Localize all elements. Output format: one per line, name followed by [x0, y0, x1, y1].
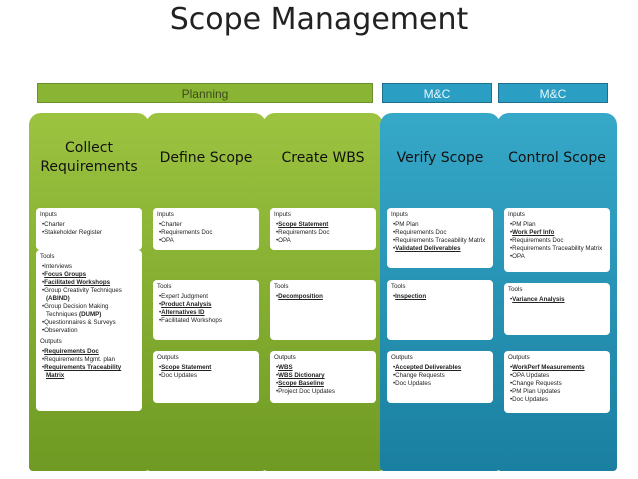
process-title: Collect Requirements: [40, 140, 138, 175]
list-item: Scope Statement: [157, 364, 255, 372]
list-item: Facilitated Workshops: [40, 279, 138, 287]
outputs-box: OutputsWBSWBS DictionaryScope BaselinePr…: [270, 351, 376, 403]
inputs-box: InputsScope StatementRequirements DocOPA: [270, 208, 376, 250]
list-item: WorkPerf Measurements: [508, 364, 606, 372]
process-title: Define Scope: [159, 149, 253, 166]
list-item: Change Requests: [391, 372, 489, 380]
outputs-box: OutputsRequirements DocRequirements Mgmt…: [36, 335, 142, 411]
inputs-box: InputsCharterStakeholder Register: [36, 208, 142, 250]
list-item: Requirements Traceability Matrix: [391, 237, 489, 245]
tools-box: ToolsDecomposition: [270, 280, 376, 340]
list-item: Group Creativity Techniques (ABIND): [40, 287, 138, 303]
list-item: Observation: [40, 327, 138, 335]
inputs-label: Inputs: [274, 211, 291, 218]
process-column-0: Collect RequirementsInputsCharterStakeho…: [29, 113, 149, 471]
list-item: Focus Groups: [40, 271, 138, 279]
inputs-box: InputsPM PlanWork Perf InfoRequirements …: [504, 208, 610, 272]
outputs-label: Outputs: [40, 338, 62, 345]
inputs-label: Inputs: [508, 211, 525, 218]
list-item: Questionnaires & Surveys: [40, 319, 138, 327]
tools-label: Tools: [391, 283, 406, 290]
list-item: Requirements Doc: [274, 229, 372, 237]
tools-box: ToolsExpert JudgmentProduct AnalysisAlte…: [153, 280, 259, 340]
list-item: Product Analysis: [157, 301, 255, 309]
list-item: Facilitated Workshops: [157, 317, 255, 325]
list-item: Requirements Traceability Matrix: [508, 245, 606, 253]
list-item: WBS: [274, 364, 372, 372]
list-item: WBS Dictionary: [274, 372, 372, 380]
process-column-1: Define ScopeInputsCharterRequirements Do…: [146, 113, 266, 471]
list-item: OPA: [157, 237, 255, 245]
outputs-label: Outputs: [508, 354, 530, 361]
list-item: OPA: [274, 237, 372, 245]
list-item: Stakeholder Register: [40, 229, 138, 237]
inputs-label: Inputs: [391, 211, 408, 218]
list-item: Decomposition: [274, 293, 372, 301]
list-item: Charter: [40, 221, 138, 229]
outputs-label: Outputs: [391, 354, 413, 361]
inputs-label: Inputs: [157, 211, 174, 218]
list-item: PM Plan Updates: [508, 388, 606, 396]
inputs-label: Inputs: [40, 211, 57, 218]
process-title: Control Scope: [508, 149, 606, 166]
list-item: Requirements Doc: [157, 229, 255, 237]
list-item: Requirements Doc: [391, 229, 489, 237]
list-item: Change Requests: [508, 380, 606, 388]
tools-box: ToolsVariance Analysis: [504, 283, 610, 335]
list-item: Accepted Deliverables: [391, 364, 489, 372]
list-item: Validated Deliverables: [391, 245, 489, 253]
list-item: Variance Analysis: [508, 296, 606, 304]
list-item: Doc Updates: [157, 372, 255, 380]
list-item: Scope Statement: [274, 221, 372, 229]
outputs-label: Outputs: [157, 354, 179, 361]
outputs-box: OutputsAccepted DeliverablesChange Reque…: [387, 351, 493, 403]
tools-box: ToolsInterviewsFocus GroupsFacilitated W…: [36, 250, 142, 346]
phase-planning: Planning: [37, 83, 373, 103]
phase-mc-verify: M&C: [382, 83, 492, 103]
page-title: Scope Management: [169, 2, 469, 37]
outputs-box: OutputsScope StatementDoc Updates: [153, 351, 259, 403]
list-item: PM Plan: [508, 221, 606, 229]
list-item: PM Plan: [391, 221, 489, 229]
list-item: Interviews: [40, 263, 138, 271]
list-item: Requirements Doc: [508, 237, 606, 245]
tools-box: ToolsInspection: [387, 280, 493, 340]
process-title: Verify Scope: [396, 149, 484, 166]
list-item: Doc Updates: [391, 380, 489, 388]
list-item: Work Perf Info: [508, 229, 606, 237]
list-item: Scope Baseline: [274, 380, 372, 388]
process-column-2: Create WBS InputsScope StatementRequireme…: [263, 113, 383, 471]
inputs-box: InputsCharterRequirements DocOPA: [153, 208, 259, 250]
list-item: OPA: [508, 253, 606, 261]
tools-label: Tools: [274, 283, 289, 290]
tools-label: Tools: [157, 283, 172, 290]
outputs-label: Outputs: [274, 354, 296, 361]
inputs-box: Inputs PM PlanRequirements DocRequirement…: [387, 208, 493, 268]
list-item: Requirements Mgmt. plan: [40, 356, 138, 364]
list-item: Charter: [157, 221, 255, 229]
process-title: Create WBS: [281, 149, 365, 166]
list-item: Inspection: [391, 293, 489, 301]
list-item: OPA Updates: [508, 372, 606, 380]
list-item: Doc Updates: [508, 396, 606, 404]
list-item: Expert Judgment: [157, 293, 255, 301]
list-item: Requirements Traceability Matrix: [40, 364, 138, 380]
tools-label: Tools: [508, 286, 523, 293]
tools-label: Tools: [40, 253, 55, 260]
phase-mc-control: M&C: [498, 83, 608, 103]
list-item: Group Decision Making Techniques (DUMP): [40, 303, 138, 319]
list-item: Alternatives ID: [157, 309, 255, 317]
outputs-box: OutputsWorkPerf MeasurementsOPA UpdatesC…: [504, 351, 610, 413]
list-item: Requirements Doc: [40, 348, 138, 356]
list-item: Project Doc Updates: [274, 388, 372, 396]
